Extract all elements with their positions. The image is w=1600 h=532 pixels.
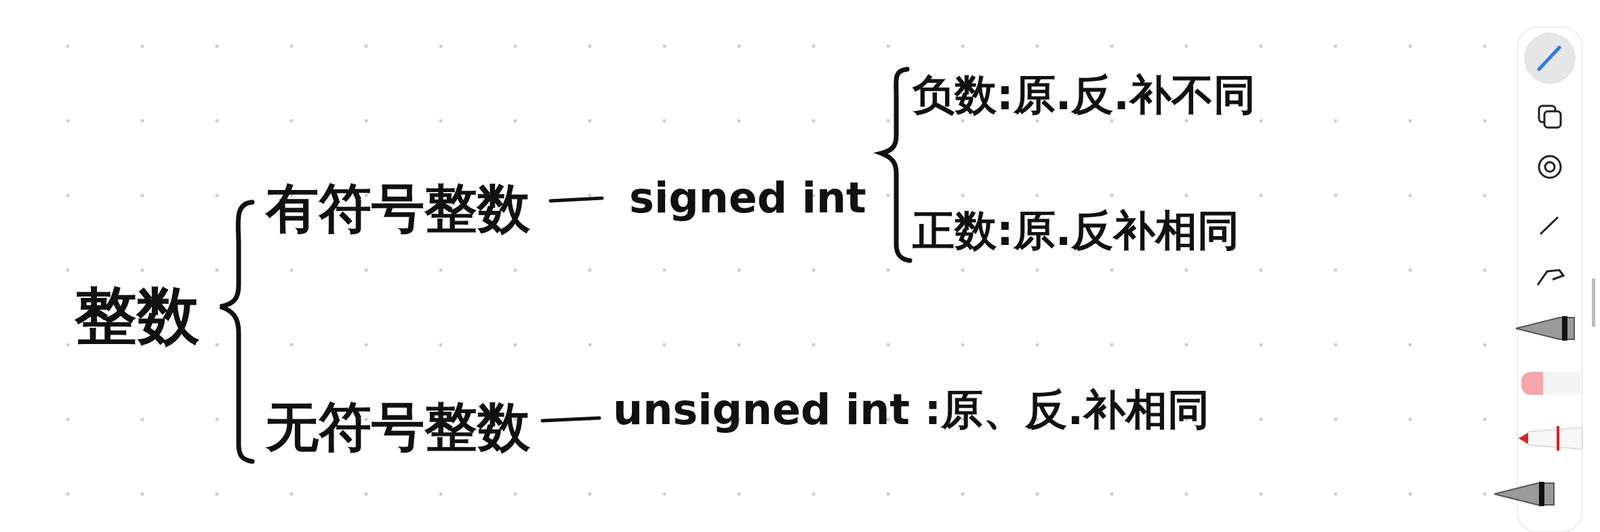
leaf-note: unsigned int :原、反.补相同	[612, 385, 1210, 434]
lasso-icon	[1545, 162, 1555, 172]
toolbar-panel	[1517, 27, 1583, 532]
shape-icon	[1544, 111, 1561, 128]
eraser-tool	[1521, 371, 1583, 395]
leaf-note: 正数:原.反补相同	[912, 206, 1240, 255]
fountain-pen-tool	[1562, 315, 1568, 341]
fountain-pen-tool	[1538, 481, 1545, 506]
pencil-tool	[1518, 427, 1583, 449]
fountain-pen-tool	[1494, 482, 1554, 505]
lasso-icon	[1538, 155, 1561, 178]
connector-dash	[550, 197, 603, 201]
pen-icon	[1538, 47, 1560, 70]
pencil-tip	[1518, 432, 1529, 444]
laser-icon	[1540, 216, 1558, 234]
pencil-band	[1556, 425, 1560, 451]
eraser-tool	[1543, 371, 1583, 395]
scrollbar	[1591, 277, 1596, 327]
hand-icon	[1537, 269, 1564, 285]
pen-tool-selected	[1524, 32, 1576, 85]
leaf-note: 负数:原.反.补不同	[912, 70, 1256, 119]
connector-dash	[542, 417, 600, 421]
branch-topic: 无符号整数	[265, 396, 531, 458]
branch-topic: 有符号整数	[265, 178, 531, 240]
sub-brace	[881, 69, 910, 261]
root-topic: 整数	[74, 280, 200, 352]
main-brace	[220, 202, 253, 462]
type-name: signed int	[629, 173, 867, 222]
